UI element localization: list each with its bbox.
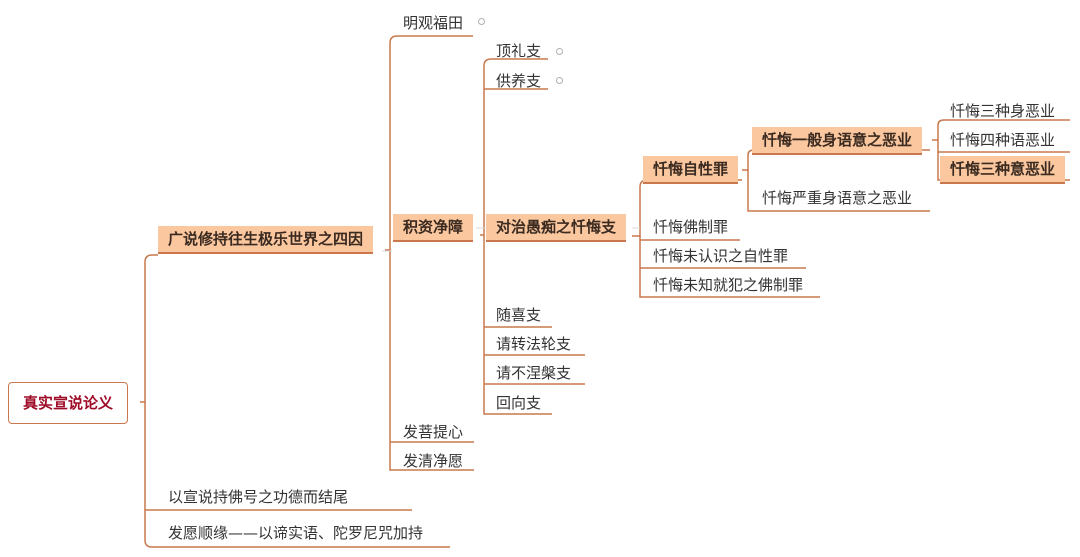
node-l4-unknowing-precept[interactable]: 忏悔未知就犯之佛制罪 — [653, 276, 804, 294]
node-l3-request-remain[interactable]: 请不涅槃支 — [496, 364, 572, 382]
collapse-dot-icon[interactable] — [556, 77, 563, 84]
connector-l4-trunk-lower — [747, 170, 930, 212]
root-node[interactable]: 真实宣说论义 — [8, 382, 129, 424]
connector-root-trunk — [140, 254, 158, 403]
node-l5-general-karma[interactable]: 忏悔一般身语意之恶业 — [752, 127, 923, 155]
node-l4-natural-wrongs[interactable]: 忏悔自性罪 — [643, 156, 739, 184]
node-l4-precept-wrongs[interactable]: 忏悔佛制罪 — [653, 218, 729, 236]
node-l6-mind-karma[interactable]: 忏悔三种意恶业 — [940, 156, 1066, 184]
node-l2-pure-aspiration[interactable]: 发清净愿 — [403, 452, 464, 470]
node-l3-dedication[interactable]: 回向支 — [496, 394, 542, 412]
node-l6-body-karma[interactable]: 忏悔三种身恶业 — [950, 102, 1056, 120]
node-l3-rejoicing[interactable]: 随喜支 — [496, 306, 542, 324]
node-l4-unrecognized-natural[interactable]: 忏悔未认识之自性罪 — [653, 247, 789, 265]
node-l5-severe-karma[interactable]: 忏悔严重身语意之恶业 — [762, 189, 913, 207]
connector-l1-trunk — [385, 35, 473, 251]
node-l3-offering[interactable]: 供养支 — [496, 72, 542, 90]
node-l1-conclusion[interactable]: 以宣说持佛号之功德而结尾 — [168, 488, 349, 506]
connector-root-trunk-lower — [144, 402, 450, 548]
node-l3-prostration[interactable]: 顶礼支 — [496, 42, 542, 60]
connector-l1-trunk-lower — [389, 250, 474, 471]
collapse-dot-icon[interactable] — [556, 48, 563, 55]
node-l3-request-dharma[interactable]: 请转法轮支 — [496, 335, 572, 353]
node-l6-speech-karma[interactable]: 忏悔四种语恶业 — [950, 131, 1056, 149]
node-l2-visualize-field[interactable]: 明观福田 — [403, 14, 464, 32]
connector-l2-trunk-lower — [483, 235, 552, 415]
connector-l5-trunk — [932, 119, 1070, 141]
node-l2-bodhicitta[interactable]: 发菩提心 — [403, 423, 464, 441]
node-l3-confession[interactable]: 对治愚痴之忏悔支 — [486, 214, 627, 242]
connector-l3-trunk-lower — [639, 236, 820, 298]
node-l1-aspiration[interactable]: 发愿顺缘——以谛实语、陀罗尼咒加持 — [168, 524, 424, 542]
connector-l2-trunk — [480, 58, 548, 236]
node-l2-accumulate[interactable]: 积资净障 — [393, 214, 474, 242]
node-l1-four-causes[interactable]: 广说修持往生极乐世界之四因 — [158, 226, 374, 254]
collapse-dot-icon[interactable] — [478, 18, 485, 25]
